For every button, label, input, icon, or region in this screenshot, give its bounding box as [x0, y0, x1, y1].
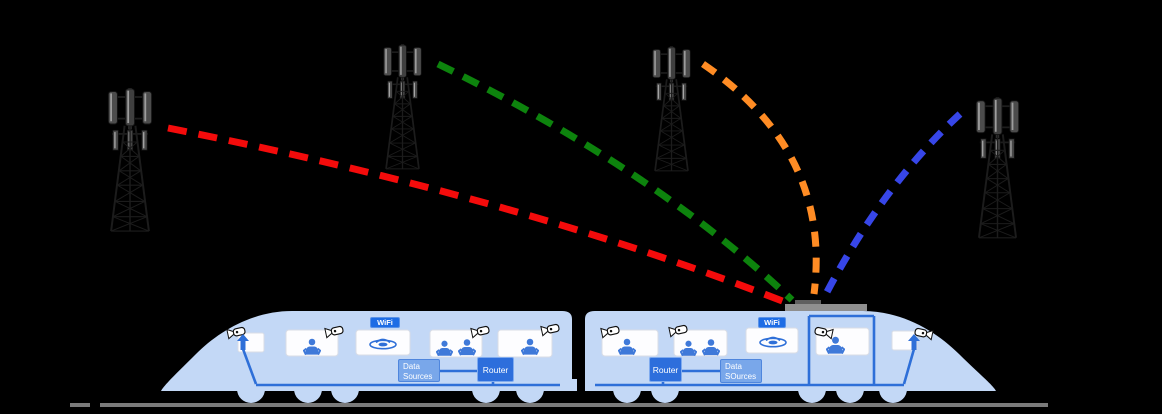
- car1-wifi-badge: WiFi: [370, 317, 400, 328]
- antenna-bar-icon: [785, 304, 867, 311]
- car2-cable-plug-icon: [908, 334, 920, 350]
- car1-coupler: [571, 379, 577, 391]
- car1-router-box: Router: [477, 357, 514, 382]
- cell-tower-3-icon: [651, 45, 692, 172]
- car1-data-sources-line1: Data: [403, 362, 420, 371]
- cell-tower-2-icon: [382, 43, 423, 170]
- car1-cable-plug-icon: [237, 334, 249, 350]
- cell-tower-1-icon: [107, 86, 153, 233]
- car2-wifi-window: [745, 327, 799, 354]
- antenna-block-icon: [795, 300, 821, 305]
- car2-wifi-badge: WiFi: [758, 317, 786, 328]
- cell-tower-4-icon: [975, 96, 1020, 239]
- car2-data-sources-line1: Data: [725, 362, 742, 371]
- car1-wifi-window: [355, 329, 411, 356]
- rail-track: [70, 403, 1048, 407]
- cellular-link-2-dashed: [436, 60, 795, 303]
- car2-network-wiring: [595, 314, 916, 387]
- car1-data-sources-box: Data Sources: [398, 359, 440, 382]
- cellular-link-3-dashed: [701, 61, 820, 295]
- car2-coupler: [585, 379, 591, 391]
- car2-data-sources-box: Data SOurces: [720, 359, 762, 383]
- rail-segment-short: [70, 403, 90, 407]
- rail-segment-long: [100, 403, 1048, 407]
- car1-driver-cable: [241, 348, 258, 385]
- car2-antenna-feed: [807, 314, 876, 385]
- train-car-2: [585, 300, 996, 403]
- car2-router-box: Router: [649, 357, 682, 382]
- car1-network-wiring: [241, 348, 560, 387]
- cellular-links: [167, 60, 963, 308]
- car2-driver-cable: [902, 348, 916, 385]
- cellular-link-4-dashed: [823, 111, 963, 294]
- car1-data-sources-line2: Sources: [403, 372, 433, 381]
- car2-data-sources-line2: SOurces: [725, 372, 757, 381]
- cellular-link-1-dashed: [167, 124, 792, 308]
- train-car-1: [161, 311, 577, 403]
- roof-antenna: [785, 300, 867, 311]
